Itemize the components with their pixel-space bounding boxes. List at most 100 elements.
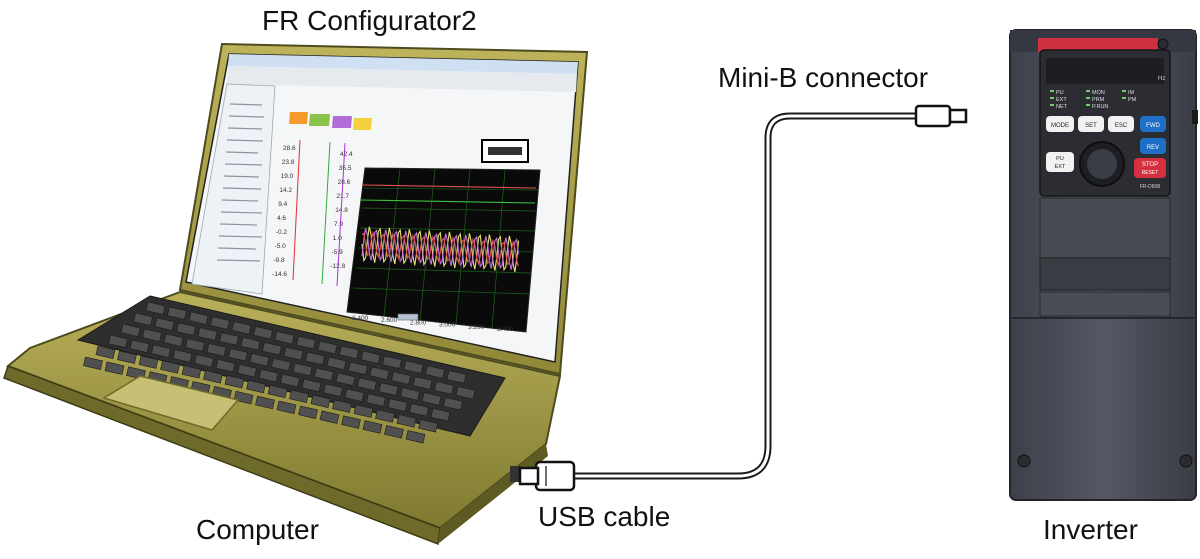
- keyboard-key[interactable]: [396, 414, 417, 428]
- keyboard-key[interactable]: [283, 346, 304, 361]
- keyboard-key[interactable]: [384, 425, 404, 439]
- keyboard-key[interactable]: [203, 370, 223, 384]
- keyboard-key[interactable]: [210, 316, 230, 330]
- keyboard-key[interactable]: [362, 420, 383, 434]
- keyboard-key[interactable]: [258, 368, 279, 383]
- keyboard-key[interactable]: [409, 403, 429, 417]
- keyboard-key[interactable]: [253, 326, 273, 340]
- keyboard-key[interactable]: [240, 337, 261, 351]
- keyboard-key[interactable]: [83, 356, 103, 370]
- keyboard-key[interactable]: [280, 373, 300, 388]
- keyboard-key[interactable]: [120, 323, 141, 337]
- keyboard-key[interactable]: [194, 354, 214, 368]
- touchpad[interactable]: [102, 375, 240, 431]
- keyboard-key[interactable]: [360, 350, 381, 364]
- keyboard-key[interactable]: [387, 398, 408, 412]
- fwd-button[interactable]: FWD: [1140, 116, 1166, 132]
- esc-button[interactable]: ESC: [1108, 116, 1134, 132]
- keyboard-key[interactable]: [319, 410, 340, 424]
- keyboard-key[interactable]: [353, 404, 374, 418]
- keyboard-key[interactable]: [154, 317, 175, 331]
- keyboard-key[interactable]: [296, 335, 316, 350]
- keyboard-key[interactable]: [310, 394, 331, 408]
- keyboard-key[interactable]: [323, 383, 343, 397]
- keyboard-key[interactable]: [255, 395, 275, 410]
- keyboard-key[interactable]: [292, 362, 313, 377]
- keyboard-key[interactable]: [167, 306, 187, 320]
- pu-ext-button[interactable]: PU EXT: [1046, 152, 1074, 172]
- keyboard-key[interactable]: [104, 361, 125, 375]
- keyboard-key[interactable]: [233, 390, 254, 405]
- keyboard-key[interactable]: [176, 322, 196, 336]
- keyboard-key[interactable]: [443, 397, 463, 411]
- keyboard-key[interactable]: [430, 408, 451, 422]
- keyboard-key[interactable]: [274, 331, 295, 345]
- keyboard-key[interactable]: [108, 334, 128, 348]
- keyboard-key[interactable]: [412, 376, 433, 390]
- keyboard-key[interactable]: [403, 360, 424, 374]
- keyboard-key[interactable]: [228, 348, 248, 362]
- keyboard-key[interactable]: [224, 375, 245, 389]
- keyboard-key[interactable]: [421, 392, 442, 406]
- keyboard-key[interactable]: [160, 360, 180, 374]
- keyboard-key[interactable]: [185, 338, 205, 352]
- keyboard-key[interactable]: [145, 301, 166, 315]
- keyboard-key[interactable]: [197, 327, 218, 341]
- keyboard-key[interactable]: [215, 359, 236, 373]
- keyboard-key[interactable]: [369, 366, 390, 380]
- keyboard-key[interactable]: [314, 367, 334, 382]
- set-button[interactable]: SET: [1078, 116, 1104, 132]
- keyboard-key[interactable]: [129, 339, 150, 353]
- stop-reset-button[interactable]: STOP RESET: [1134, 158, 1166, 178]
- keyboard-key[interactable]: [276, 400, 297, 415]
- keyboard-key[interactable]: [138, 355, 159, 369]
- rev-button[interactable]: REV: [1140, 138, 1166, 154]
- keyboard-key[interactable]: [298, 405, 318, 419]
- mode-button[interactable]: MODE: [1046, 116, 1074, 132]
- keyboard-key[interactable]: [357, 377, 377, 391]
- keyboard-key[interactable]: [142, 328, 162, 342]
- keyboard-key[interactable]: [249, 353, 270, 367]
- keyboard-key[interactable]: [95, 345, 116, 359]
- keyboard-key[interactable]: [405, 430, 426, 444]
- keyboard-key[interactable]: [246, 379, 266, 394]
- keyboard-key[interactable]: [332, 399, 352, 413]
- keyboard-key[interactable]: [172, 349, 193, 363]
- keyboard-key[interactable]: [382, 355, 402, 369]
- keyboard-key[interactable]: [163, 333, 184, 347]
- keyboard-key[interactable]: [305, 351, 325, 366]
- keyboard-key[interactable]: [262, 342, 282, 356]
- keyboard-key[interactable]: [326, 356, 347, 371]
- keyboard-key[interactable]: [366, 393, 386, 407]
- keyboard-key[interactable]: [237, 364, 257, 378]
- keyboard-key[interactable]: [117, 350, 137, 364]
- keyboard-key[interactable]: [317, 340, 338, 355]
- keyboard-key[interactable]: [378, 382, 399, 396]
- keyboard-key[interactable]: [391, 371, 411, 385]
- keyboard-key[interactable]: [400, 387, 420, 401]
- side-panel-lines: [216, 103, 265, 262]
- keyboard-key[interactable]: [339, 345, 359, 360]
- keyboard-key[interactable]: [348, 361, 368, 375]
- keyboard-key[interactable]: [434, 381, 454, 395]
- keyboard-key[interactable]: [267, 384, 288, 399]
- keyboard-key[interactable]: [133, 312, 153, 326]
- keyboard-key[interactable]: [151, 344, 171, 358]
- keyboard-key[interactable]: [335, 372, 356, 386]
- keyboard-key[interactable]: [301, 378, 322, 393]
- keyboard-key[interactable]: [289, 389, 309, 404]
- keyboard-key[interactable]: [188, 311, 209, 325]
- keyboard-key[interactable]: [219, 332, 239, 346]
- keyboard-key[interactable]: [344, 388, 365, 402]
- keyboard-key[interactable]: [341, 415, 361, 429]
- keyboard-key[interactable]: [206, 343, 227, 357]
- keyboard-key[interactable]: [271, 357, 291, 372]
- keyboard-key[interactable]: [231, 321, 252, 335]
- keyboard-key[interactable]: [455, 386, 476, 400]
- keyboard-key[interactable]: [375, 409, 395, 423]
- setting-dial[interactable]: [1079, 141, 1125, 187]
- keyboard-key[interactable]: [181, 365, 202, 379]
- keyboard-key[interactable]: [446, 370, 467, 384]
- keyboard-key[interactable]: [418, 419, 438, 433]
- keyboard-key[interactable]: [425, 365, 445, 379]
